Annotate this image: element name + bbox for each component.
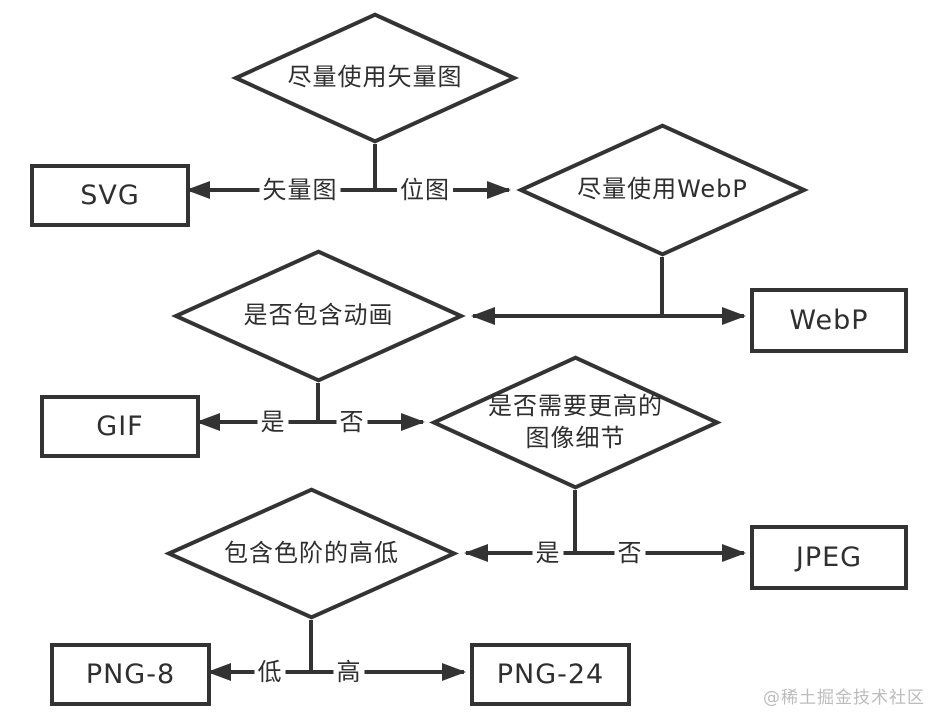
decision-use-webp-label: 尽量使用WebP — [577, 175, 748, 204]
decision-root-vector-label: 尽量使用矢量图 — [287, 63, 463, 92]
result-box-png8: PNG-8 — [50, 643, 211, 706]
watermark-juejin: @稀土掘金技术社区 — [763, 688, 925, 708]
diamond-shape — [170, 249, 467, 383]
edge-label-animation-yes: 是 — [257, 408, 289, 435]
decision-contains-animation: 是否包含动画 — [170, 249, 467, 383]
edge-label-level-low: 低 — [254, 658, 286, 685]
diamond-shape — [515, 123, 810, 257]
result-box-webp: WebP — [750, 288, 908, 353]
diamond-shape — [428, 355, 723, 490]
result-box-png24: PNG-24 — [470, 643, 631, 706]
diamond-shape — [230, 12, 520, 144]
result-box-gif: GIF — [40, 395, 200, 458]
decision-color-levels-label: 包含色阶的高低 — [224, 538, 399, 567]
edge-label-level-high: 高 — [333, 658, 365, 685]
decision-color-levels: 包含色阶的高低 — [163, 487, 460, 620]
edge-label-bitmap: 位图 — [397, 176, 453, 203]
edge-label-animation-no: 否 — [336, 408, 368, 435]
edge-label-vector: 矢量图 — [259, 176, 341, 203]
edge-label-detail-yes: 是 — [532, 539, 564, 566]
decision-use-webp: 尽量使用WebP — [515, 123, 810, 257]
decision-need-higher-detail-label: 是否需要更高的 图像细节 — [488, 392, 663, 452]
result-box-svg: SVG — [30, 164, 190, 227]
edge-label-detail-no: 否 — [614, 539, 646, 566]
result-box-jpeg: JPEG — [750, 525, 908, 590]
decision-contains-animation-label: 是否包含动画 — [243, 301, 394, 330]
decision-need-higher-detail: 是否需要更高的 图像细节 — [428, 355, 723, 490]
diamond-shape — [163, 487, 460, 620]
decision-root-vector: 尽量使用矢量图 — [230, 12, 520, 144]
